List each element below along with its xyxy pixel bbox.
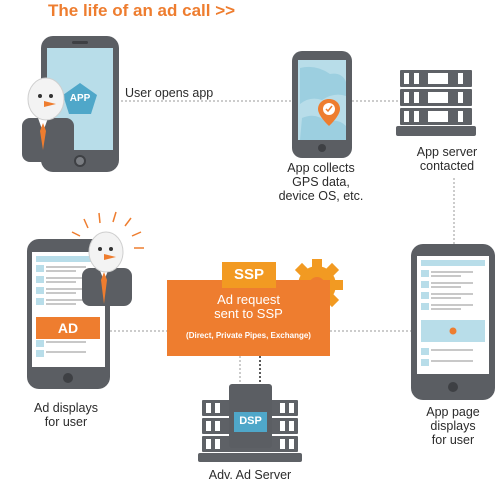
ssp-request-text: Ad request sent to SSP [214, 292, 283, 321]
label-app-collects: App collects GPS data, device OS, etc. [278, 161, 364, 203]
ad-label: AD [57, 320, 79, 336]
phone-app-page [411, 244, 495, 400]
diagram-title: The life of an ad call >> [48, 1, 236, 20]
ssp-subtitle: (Direct, Private Pipes, Exchange) [186, 331, 311, 340]
app-server-icon [396, 70, 476, 136]
label-ad-displays: Ad displays for user [34, 401, 98, 429]
adv-ad-server-icon [198, 384, 302, 462]
man-icon-1 [22, 77, 74, 162]
phone-gps [292, 51, 352, 158]
label-app-server: App server contacted [416, 145, 478, 173]
dsp-block [234, 412, 267, 432]
ssp-box [167, 280, 330, 356]
ssp-tag: SSP [222, 262, 276, 288]
label-app-page-displays: App page displays for user [426, 405, 480, 447]
app-pentagon-icon [63, 83, 97, 114]
app-label: APP [69, 93, 91, 104]
ad-block [36, 317, 100, 339]
dsp-label: DSP [239, 415, 262, 427]
connectors [110, 100, 455, 384]
man-icon-2 [71, 211, 144, 306]
label-user-opens-app: User opens app [125, 86, 214, 100]
label-adv-ad-server: Adv. Ad Server [208, 468, 292, 482]
